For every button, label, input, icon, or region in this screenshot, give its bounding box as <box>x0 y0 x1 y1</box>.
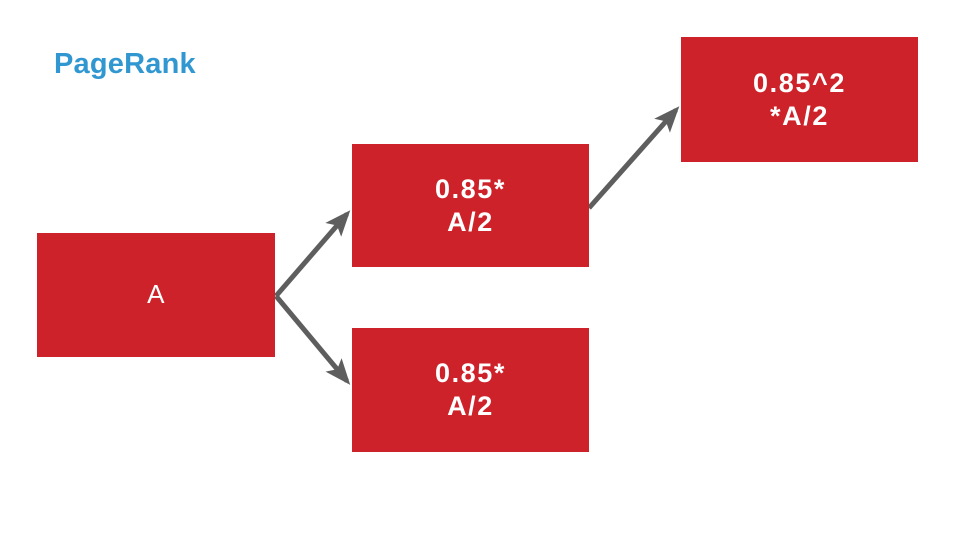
node-damped-half-lower[interactable]: 0.85* A/2 <box>352 328 589 452</box>
edge-a-to-lower <box>274 294 351 385</box>
node-damped-squared-half[interactable]: 0.85^2 *A/2 <box>681 37 918 162</box>
page-title: PageRank <box>54 48 196 80</box>
node-damped-half-upper[interactable]: 0.85* A/2 <box>352 144 589 267</box>
node-bottom-line-2: A/2 <box>447 391 494 421</box>
node-top-line-1: 0.85^2 <box>753 67 846 98</box>
source-node-a[interactable]: A <box>37 233 275 357</box>
edge-upper-to-squared <box>587 106 680 210</box>
node-mid-line-2: A/2 <box>447 206 494 237</box>
node-mid-line-1: 0.85* <box>434 173 507 204</box>
node-top-line-2: *A/2 <box>770 100 829 131</box>
node-a-line-1: A <box>147 279 165 310</box>
node-bottom-line-1: 0.85* <box>434 358 507 389</box>
edge-a-to-upper <box>274 210 351 298</box>
